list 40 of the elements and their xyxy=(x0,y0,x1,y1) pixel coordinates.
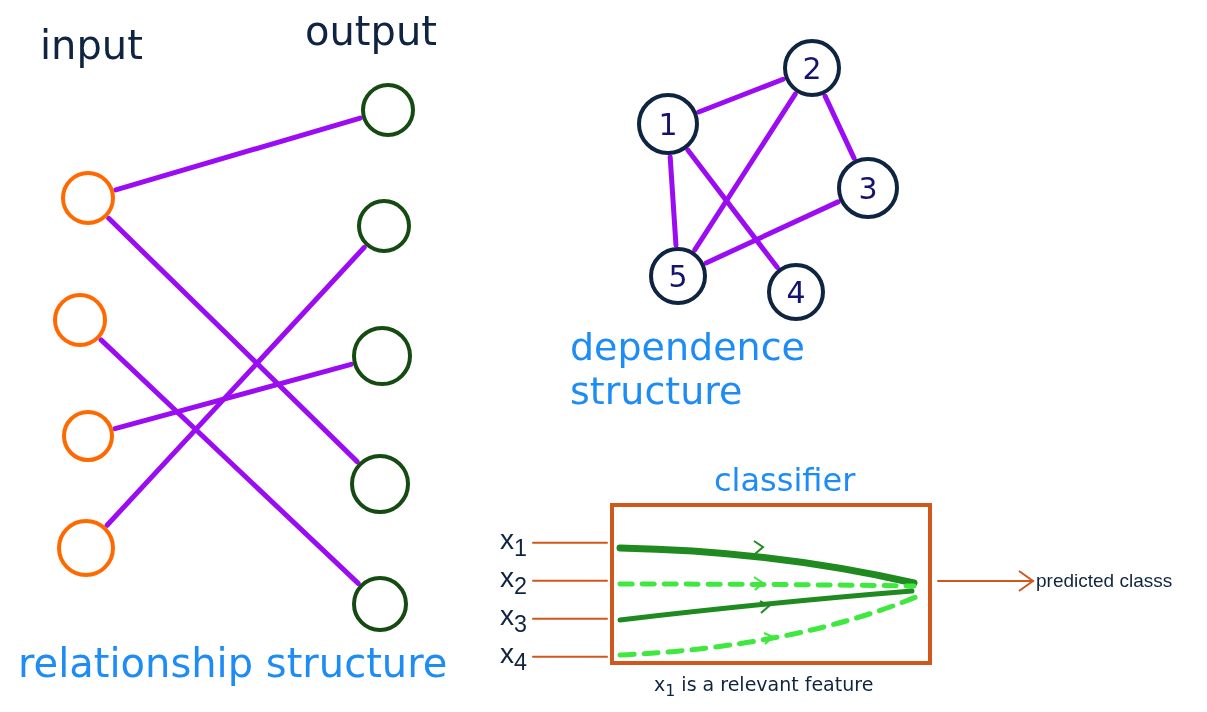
output-circle xyxy=(361,83,415,137)
connector-line xyxy=(532,617,608,620)
graph-node-circle: 2 xyxy=(783,39,841,97)
connector-line xyxy=(98,337,361,586)
input-circle xyxy=(62,410,114,462)
graph-node-circle: 4 xyxy=(767,263,825,321)
connector-line xyxy=(692,91,798,253)
column-heading: input xyxy=(40,22,143,68)
output-circle xyxy=(352,576,408,632)
connector-line xyxy=(696,76,786,115)
connector-line xyxy=(532,655,608,658)
connector-line xyxy=(532,579,608,582)
output-circle xyxy=(357,199,411,253)
connector-line xyxy=(113,115,363,193)
variable-label: x$_{1}$ xyxy=(500,524,527,562)
graph-node-circle: 1 xyxy=(637,93,699,155)
output-circle xyxy=(350,454,410,514)
section-caption: relationship structure xyxy=(18,640,448,686)
graph-node-circle: 5 xyxy=(649,247,707,305)
variable-label: x$_{3}$ xyxy=(500,600,527,638)
input-circle xyxy=(53,293,107,347)
connector-line xyxy=(667,154,679,248)
graph-node-circle: 3 xyxy=(837,157,899,219)
connector-line xyxy=(104,244,367,528)
connector-line xyxy=(112,361,354,432)
input-circle xyxy=(61,171,115,225)
arrow xyxy=(937,570,1034,592)
connector-line xyxy=(106,215,360,465)
output-label: predicted classs xyxy=(1036,570,1173,592)
box-caption: x$_{1}$ is a relevant feature xyxy=(654,673,874,700)
variable-label: x$_{4}$ xyxy=(500,638,527,676)
section-caption: dependence structure xyxy=(570,325,806,413)
output-circle xyxy=(352,326,412,386)
connector-line xyxy=(532,541,608,544)
column-heading: output xyxy=(305,8,437,54)
connector-line xyxy=(822,93,857,161)
input-circle xyxy=(57,519,115,577)
variable-label: x$_{2}$ xyxy=(500,562,527,600)
box-title: classifier xyxy=(714,461,856,499)
connector-line xyxy=(703,199,841,266)
